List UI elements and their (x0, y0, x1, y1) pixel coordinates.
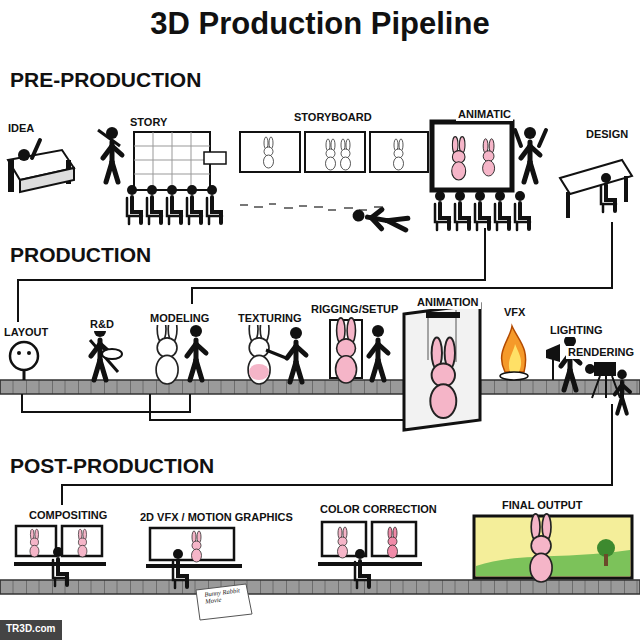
stage-label: MODELING (148, 312, 211, 325)
stage-label: DESIGN (584, 128, 630, 141)
stage-label: TEXTURING (236, 312, 304, 325)
stage-label: LAYOUT (2, 326, 50, 339)
section-heading: PRE-PRODUCTION (8, 68, 203, 92)
stage-label: IDEA (6, 122, 36, 135)
page-title: 3D Production Pipeline (0, 6, 640, 42)
stage-label: VFX (502, 306, 527, 319)
stage-label: RENDERING (566, 346, 636, 359)
stage-label: ANIMATIC (456, 108, 513, 121)
watermark: TR3D.com (4, 623, 57, 635)
stage-label: COLOR CORRECTION (318, 503, 439, 516)
stage-label: STORY (128, 116, 169, 129)
stage-label: 2D VFX / MOTION GRAPHICS (138, 511, 295, 524)
stage-label: FINAL OUTPUT (500, 499, 584, 512)
stage-label: RIGGING/SETUP (309, 303, 400, 316)
stage-label: COMPOSITING (27, 509, 109, 522)
section-heading: PRODUCTION (8, 243, 153, 267)
stage-label: STORYBOARD (292, 111, 374, 124)
stage-label: ANIMATION (415, 296, 481, 309)
stage-label: R&D (88, 318, 116, 331)
stage-label: LIGHTING (548, 324, 605, 337)
section-heading: POST-PRODUCTION (8, 454, 216, 478)
